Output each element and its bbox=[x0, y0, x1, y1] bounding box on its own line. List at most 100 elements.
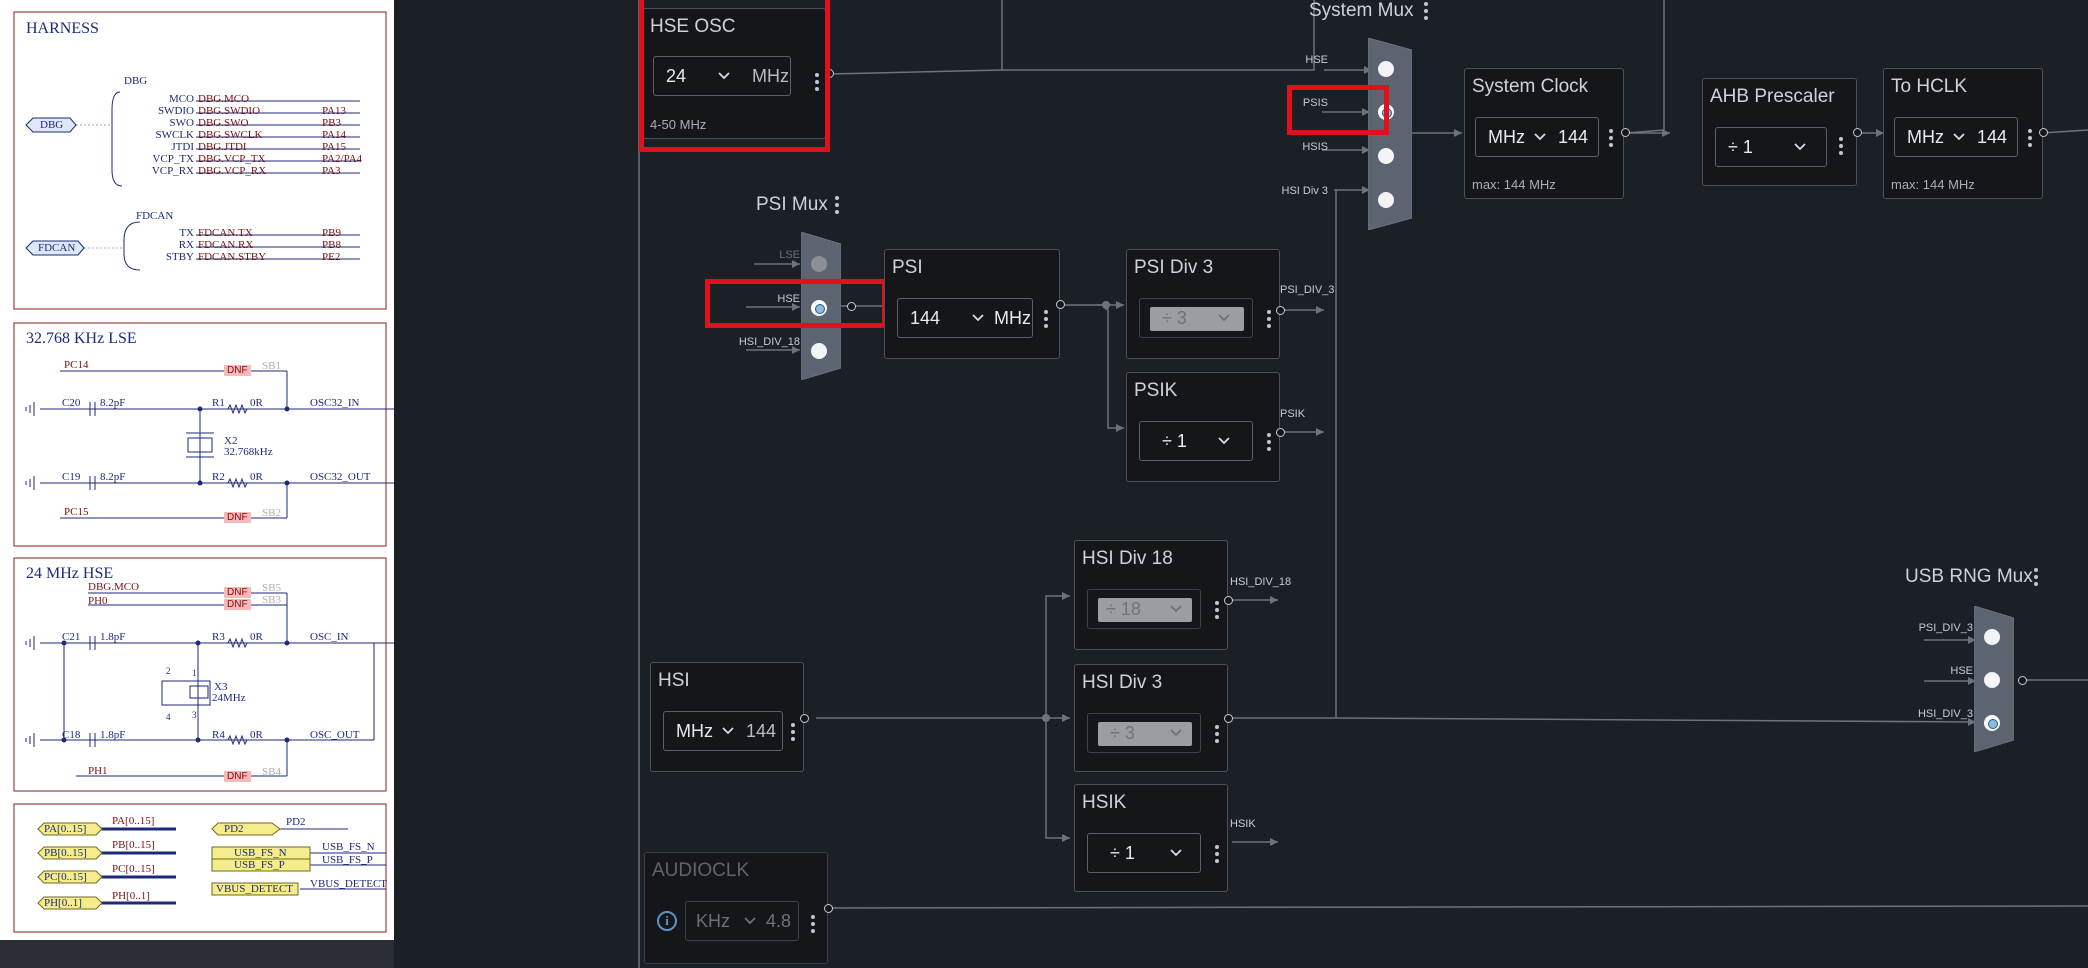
psik-value: ÷ 1 bbox=[1162, 431, 1187, 451]
hsi-div18-value: ÷ 18 bbox=[1106, 599, 1141, 619]
hsi-menu-icon[interactable] bbox=[791, 723, 795, 744]
hsi-div18-output-port[interactable] bbox=[1224, 596, 1233, 605]
sysmux-inputs-label-0: HSE bbox=[1305, 54, 1328, 66]
hse-r4-value: 0R bbox=[250, 729, 263, 741]
info-icon[interactable]: i bbox=[657, 911, 677, 931]
audioclk-output-port[interactable] bbox=[824, 904, 833, 913]
dbg-pins-port: PA15 bbox=[322, 141, 347, 153]
hsi-div3-output-port[interactable] bbox=[1224, 714, 1233, 723]
ahb-prescaler-select[interactable]: ÷ 1 bbox=[1715, 127, 1827, 167]
hse-c21-label: C21 bbox=[62, 631, 81, 643]
system-mux-menu-icon[interactable] bbox=[1424, 2, 1428, 23]
system-clock-unit: MHz bbox=[1488, 127, 1525, 147]
audioclk-menu-icon[interactable] bbox=[811, 915, 815, 936]
psi-div3-select[interactable]: ÷ 3 bbox=[1139, 298, 1253, 338]
hse-dnf-1: DNF bbox=[224, 587, 251, 598]
hsik-menu-icon[interactable] bbox=[1215, 845, 1219, 866]
psi-menu-icon[interactable] bbox=[1044, 310, 1048, 331]
lse-r1-value: 0R bbox=[250, 397, 263, 409]
hsi-div3-node[interactable]: HSI Div 3 ÷ 3 bbox=[1074, 664, 1228, 772]
psi-div3-node[interactable]: PSI Div 3 ÷ 3 bbox=[1126, 249, 1280, 359]
psi-mux-output-port[interactable] bbox=[847, 302, 856, 311]
audioclk-select[interactable]: KHz 4.8 bbox=[685, 901, 799, 941]
hsi-div18-menu-icon[interactable] bbox=[1215, 601, 1219, 622]
lse-c19-label: C19 bbox=[62, 471, 81, 483]
hse-osc-frequency-select[interactable]: 24 MHz bbox=[653, 56, 791, 96]
hsi-frequency-select[interactable]: MHz 144 bbox=[663, 711, 783, 751]
ahb-prescaler-menu-icon[interactable] bbox=[1839, 137, 1843, 158]
psik-menu-icon[interactable] bbox=[1267, 433, 1271, 454]
fdcan-port-label: FDCAN bbox=[38, 242, 76, 254]
to-hclk-select[interactable]: MHz 144 bbox=[1894, 117, 2018, 157]
psi-div3-output-port[interactable] bbox=[1276, 306, 1285, 315]
hse-osc-node[interactable]: HSE OSC 24 MHz 4-50 MHz bbox=[642, 8, 826, 139]
hse-osc-out-label: OSC_OUT bbox=[310, 729, 360, 741]
lse-title: 32.768 KHz LSE bbox=[26, 330, 137, 347]
hsi-node[interactable]: HSI MHz 144 bbox=[650, 662, 804, 772]
dbg-pins-pin: JTDI bbox=[171, 141, 194, 153]
sysmux-inputs-radio-2[interactable] bbox=[1378, 148, 1394, 164]
usb-rng-mux-output-port[interactable] bbox=[2018, 676, 2027, 685]
psik-select[interactable]: ÷ 1 bbox=[1139, 421, 1253, 461]
usbmux-inputs-label-2: HSI_DIV_3 bbox=[1917, 708, 1973, 720]
psi-title: PSI bbox=[892, 257, 923, 278]
psimux-inputs-radio-2[interactable] bbox=[811, 343, 827, 359]
net-pd2: PD2 bbox=[286, 816, 306, 828]
lse-dnf-2: DNF bbox=[224, 512, 251, 523]
psi-mux-title: PSI Mux bbox=[756, 194, 828, 215]
psimux-inputs-radio-1[interactable] bbox=[811, 300, 827, 316]
hsi-div3-select[interactable]: ÷ 3 bbox=[1087, 713, 1201, 753]
hse-r3-value: 0R bbox=[250, 631, 263, 643]
net-ph: PH[0..1] bbox=[112, 890, 150, 902]
schematic-scroll-strip bbox=[0, 940, 394, 968]
psik-node[interactable]: PSIK ÷ 1 bbox=[1126, 372, 1280, 482]
hsi-div18-select[interactable]: ÷ 18 bbox=[1087, 589, 1201, 629]
to-hclk-max: max: 144 MHz bbox=[1891, 177, 1975, 192]
usbmux-inputs-radio-0[interactable] bbox=[1984, 629, 2000, 645]
hsi-div3-menu-icon[interactable] bbox=[1215, 725, 1219, 746]
hsi-output-port[interactable] bbox=[800, 714, 809, 723]
audioclk-value: 4.8 bbox=[766, 911, 792, 931]
ahb-prescaler-output-port[interactable] bbox=[1853, 128, 1862, 137]
sysmux-inputs-radio-0[interactable] bbox=[1378, 61, 1394, 77]
psi-node[interactable]: PSI 144 MHz bbox=[884, 249, 1060, 359]
hse-mco-label: DBG.MCO bbox=[88, 581, 140, 593]
net-pc: PC[0..15] bbox=[112, 863, 155, 875]
hsik-select[interactable]: ÷ 1 bbox=[1087, 833, 1201, 873]
ahb-prescaler-node[interactable]: AHB Prescaler ÷ 1 bbox=[1702, 78, 1857, 186]
chevron-down-icon bbox=[1953, 133, 1965, 141]
to-hclk-menu-icon[interactable] bbox=[2028, 129, 2032, 150]
psik-output-port[interactable] bbox=[1276, 428, 1285, 437]
usb-rng-mux-menu-icon[interactable] bbox=[2034, 568, 2038, 589]
port-vbus-detect: VBUS_DETECT bbox=[216, 883, 293, 895]
system-clock-output-port[interactable] bbox=[1621, 128, 1630, 137]
to-hclk-node[interactable]: To HCLK MHz 144 max: 144 MHz bbox=[1883, 68, 2043, 199]
usbmux-inputs-radio-1[interactable] bbox=[1984, 672, 2000, 688]
audioclk-node[interactable]: AUDIOCLK i KHz 4.8 bbox=[644, 852, 828, 964]
psi-frequency-select[interactable]: 144 MHz bbox=[897, 298, 1033, 338]
sysmux-inputs-radio-3[interactable] bbox=[1378, 192, 1394, 208]
system-clock-select[interactable]: MHz 144 bbox=[1475, 117, 1599, 157]
dbg-pins-pin: VCP_TX bbox=[152, 153, 194, 165]
lse-r1-label: R1 bbox=[212, 397, 225, 409]
hse-dnf-2: DNF bbox=[224, 599, 251, 610]
hse-osc-menu-icon[interactable] bbox=[815, 73, 819, 94]
system-clock-node[interactable]: System Clock MHz 144 max: 144 MHz bbox=[1464, 68, 1624, 199]
psi-output-port[interactable] bbox=[1056, 300, 1065, 309]
psi-mux-menu-icon[interactable] bbox=[835, 196, 839, 217]
dbg-pins-port: PA13 bbox=[322, 105, 347, 117]
hse-osc-title: HSE OSC bbox=[650, 16, 736, 37]
hsik-node[interactable]: HSIK ÷ 1 bbox=[1074, 784, 1228, 892]
fdcan-block-label: FDCAN bbox=[136, 210, 174, 222]
psi-div3-menu-icon[interactable] bbox=[1267, 310, 1271, 331]
to-hclk-output-port[interactable] bbox=[2039, 128, 2048, 137]
hsi-value: 144 bbox=[746, 721, 777, 741]
psimux-inputs-radio-0[interactable] bbox=[811, 256, 827, 272]
system-clock-menu-icon[interactable] bbox=[1609, 129, 1613, 150]
psik-output-label: PSIK bbox=[1280, 408, 1306, 420]
dbg-pins-pin: SWO bbox=[169, 117, 194, 129]
system-clock-max: max: 144 MHz bbox=[1472, 177, 1556, 192]
hsi-div18-node[interactable]: HSI Div 18 ÷ 18 bbox=[1074, 540, 1228, 650]
usbmux-inputs-radio-2[interactable] bbox=[1984, 715, 2000, 731]
